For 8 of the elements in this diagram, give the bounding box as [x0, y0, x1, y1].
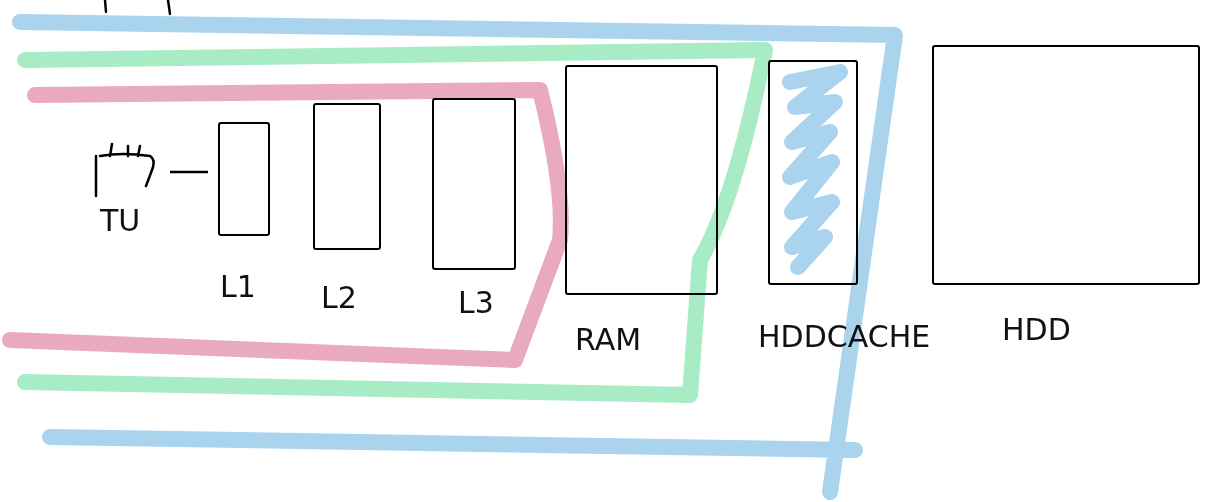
component-label: L3 [458, 288, 494, 318]
connector-line [170, 170, 208, 174]
component-label: HDDCACHE [758, 322, 931, 352]
component-label: TU [100, 206, 141, 236]
component-label: L1 [220, 272, 256, 302]
component-label: L2 [321, 283, 357, 313]
component-label: RAM [575, 325, 642, 355]
component-label: HDD [1002, 315, 1071, 345]
